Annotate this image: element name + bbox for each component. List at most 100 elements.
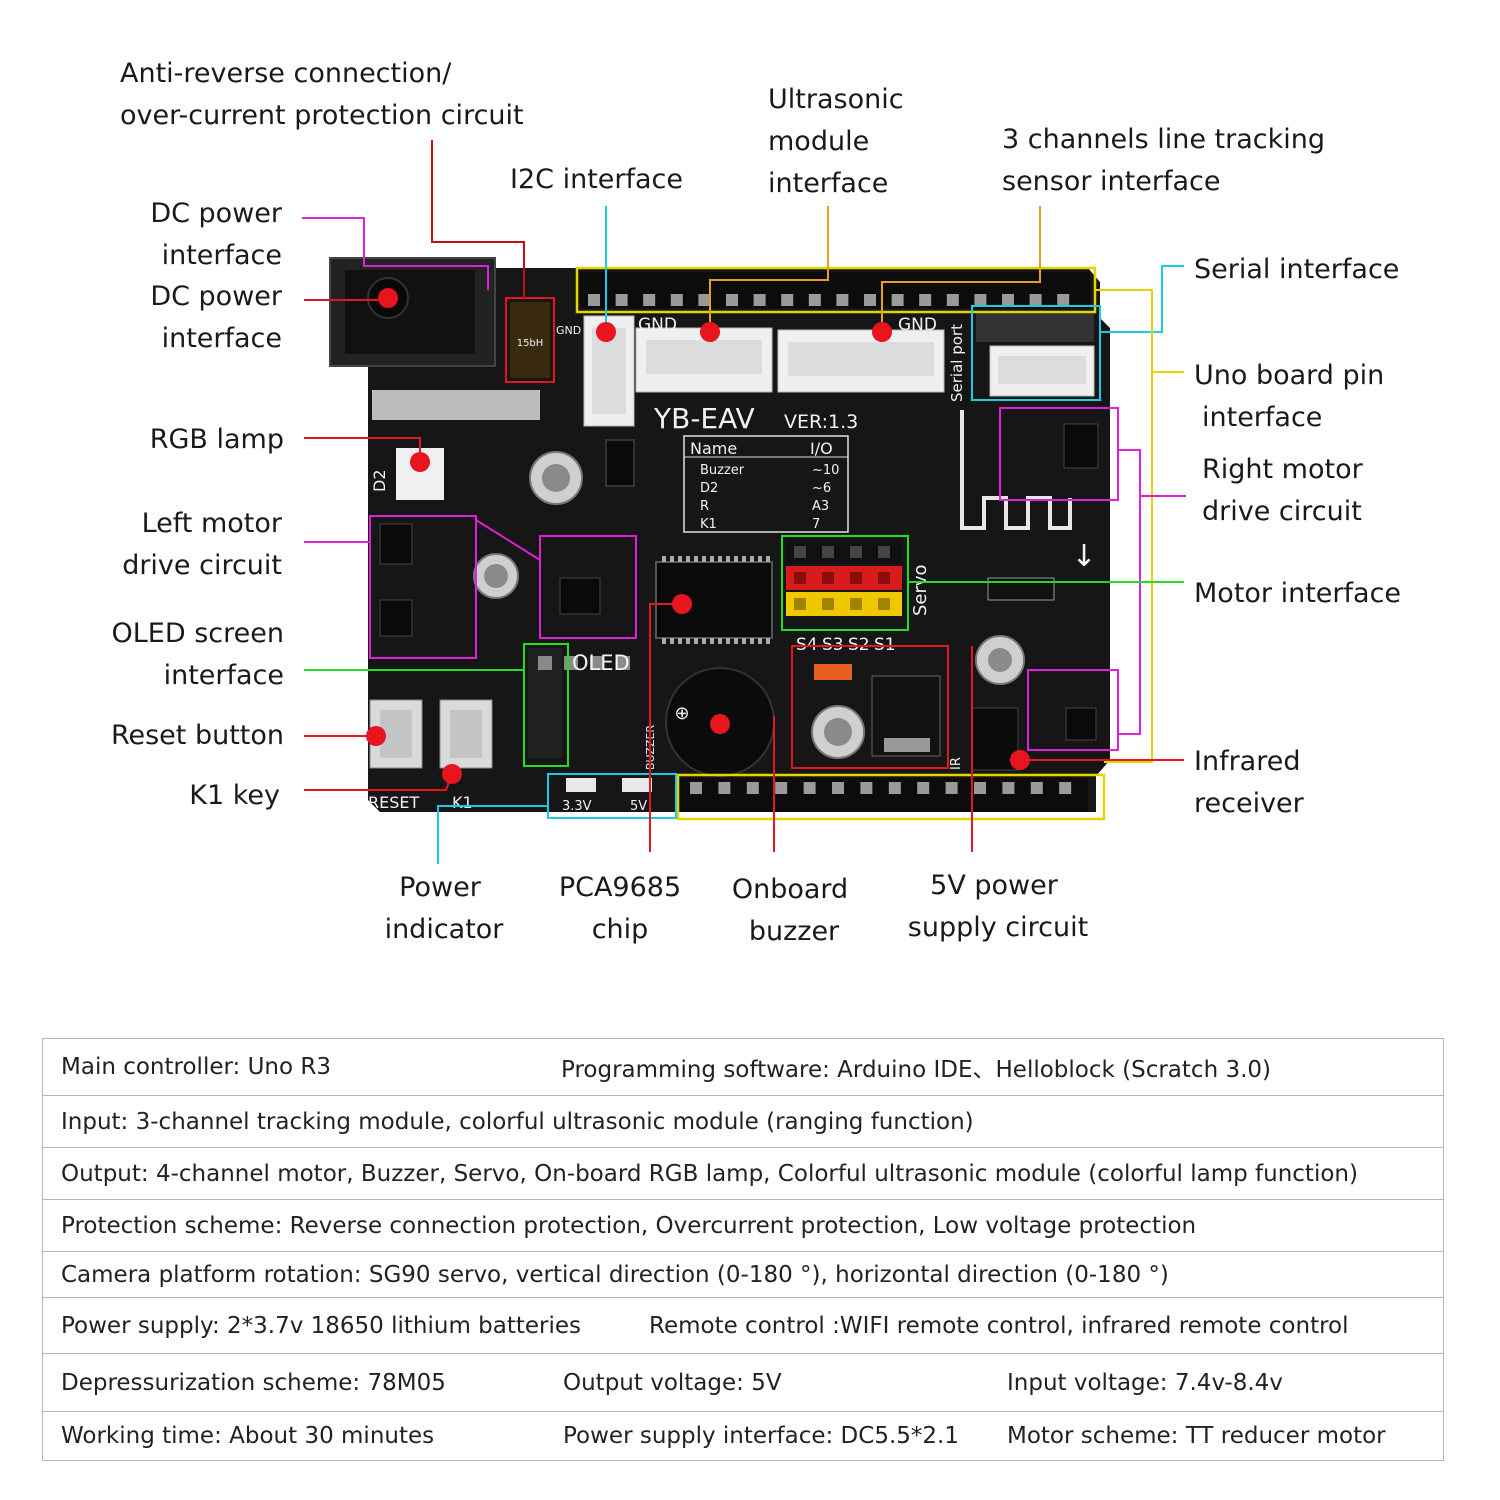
svg-text:interface: interface bbox=[162, 240, 282, 271]
highlight-power-led bbox=[547, 773, 677, 819]
spec-table: Main controller: Uno R3 Programming soft… bbox=[42, 1038, 1444, 1461]
bottom-pin-header bbox=[680, 778, 1088, 812]
silk-5v: 5V bbox=[630, 799, 647, 814]
chip-pin bbox=[742, 556, 746, 562]
motor-driver-chip bbox=[1063, 423, 1099, 469]
header-pin bbox=[698, 294, 711, 306]
header-pin bbox=[1029, 294, 1042, 306]
chip-pin bbox=[758, 556, 762, 562]
highlight-oled bbox=[523, 643, 569, 767]
highlight-fuse bbox=[505, 297, 555, 383]
marker-dot bbox=[410, 452, 430, 472]
io-table-cell: D2 bbox=[700, 481, 718, 496]
servo-headers bbox=[786, 540, 902, 616]
spec-output: Output: 4-channel motor, Buzzer, Servo, … bbox=[61, 1160, 1358, 1187]
spec-programming-software: Programming software: Arduino IDE、Hellob… bbox=[561, 1057, 1272, 1083]
leader-pca9685 bbox=[649, 603, 680, 852]
component bbox=[987, 577, 1055, 601]
chip-pin bbox=[670, 556, 674, 562]
leader-uno-pin-b bbox=[1104, 372, 1153, 763]
header-pin bbox=[726, 294, 738, 306]
chip-pin bbox=[694, 556, 698, 562]
highlight-left-motor-b bbox=[539, 535, 637, 639]
spec-row: Protection scheme: Reverse connection pr… bbox=[43, 1199, 1443, 1251]
leader-right-motor-b bbox=[1118, 496, 1141, 735]
spec-remote-control: Remote control :WIFI remote control, inf… bbox=[649, 1312, 1349, 1339]
svg-text:drive circuit: drive circuit bbox=[122, 550, 282, 581]
svg-text:DC power: DC power bbox=[150, 281, 283, 312]
callout-uno-pin: Uno board pin interface bbox=[1194, 360, 1384, 433]
svg-text:interface: interface bbox=[162, 323, 282, 354]
svg-text:Infrared: Infrared bbox=[1194, 746, 1300, 777]
highlight-right-motor-a bbox=[999, 407, 1119, 501]
chip-pin bbox=[686, 556, 690, 562]
io-table-cell: Buzzer bbox=[700, 463, 745, 478]
spec-row: Working time: About 30 minutes Power sup… bbox=[43, 1411, 1443, 1460]
svg-text:over-current protection circui: over-current protection circuit bbox=[120, 100, 524, 131]
silk-d2: D2 bbox=[370, 470, 389, 493]
fuse bbox=[510, 302, 550, 378]
svg-text:Right motor: Right motor bbox=[1202, 454, 1364, 485]
motor-driver-chip bbox=[1065, 707, 1097, 741]
silk-gnd-i2c: GND bbox=[556, 324, 581, 337]
header-pin bbox=[860, 782, 873, 794]
servo-pin bbox=[850, 598, 862, 610]
capacitor bbox=[529, 451, 583, 505]
highlight-serial bbox=[971, 305, 1101, 401]
capacitor bbox=[811, 705, 865, 759]
header-pin bbox=[891, 294, 904, 306]
leader-power-indicator bbox=[437, 805, 548, 864]
silk-reset: RESET bbox=[368, 793, 419, 812]
highlight-5v-supply bbox=[791, 645, 949, 769]
header-pin bbox=[670, 294, 683, 306]
io-table-cell: K1 bbox=[700, 517, 717, 532]
servo-pin bbox=[878, 572, 890, 584]
leader-serial bbox=[1100, 265, 1184, 333]
leader-ultrasonic bbox=[709, 206, 829, 332]
silk-3v3: 3.3V bbox=[562, 799, 592, 814]
spec-output-voltage: Output voltage: 5V bbox=[563, 1369, 782, 1396]
callout-ultrasonic: Ultrasonic module interface bbox=[768, 84, 904, 199]
silk-servo: Servo bbox=[910, 564, 931, 616]
line-tracking-connector bbox=[777, 329, 945, 393]
chip-pin bbox=[702, 638, 706, 644]
highlight-uno-top bbox=[575, 266, 1097, 314]
servo-pin bbox=[878, 546, 890, 558]
led-indicator bbox=[814, 664, 852, 680]
header-pin bbox=[803, 782, 816, 794]
svg-text:Motor interface: Motor interface bbox=[1194, 578, 1401, 609]
spec-depressurization: Depressurization scheme: 78M05 bbox=[61, 1369, 446, 1396]
marker-dot bbox=[596, 322, 616, 342]
callout-serial: Serial interface bbox=[1194, 254, 1399, 285]
board-model: YB-EAV bbox=[653, 402, 755, 435]
capacitor bbox=[975, 635, 1025, 685]
chip-pin bbox=[718, 638, 722, 644]
header-pin bbox=[919, 294, 932, 306]
k1-button[interactable] bbox=[439, 699, 493, 769]
voltage-regulator bbox=[871, 675, 941, 757]
callout-dc-power-1: DC power interface bbox=[150, 198, 283, 271]
header-pin bbox=[945, 782, 958, 794]
callout-anti-reverse: Anti-reverse connection/ over-current pr… bbox=[120, 58, 524, 131]
chip-pin bbox=[670, 638, 674, 644]
servo-pin bbox=[822, 546, 834, 558]
header-pin bbox=[888, 782, 901, 794]
silk-oled: OLED bbox=[572, 651, 630, 675]
callout-oled: OLED screen interface bbox=[112, 618, 284, 691]
chip-pin bbox=[758, 638, 762, 644]
header-pin bbox=[718, 782, 731, 794]
svg-text:drive circuit: drive circuit bbox=[1202, 496, 1362, 527]
servo-pin bbox=[794, 598, 806, 610]
leader-tracking bbox=[881, 206, 1041, 332]
leader-right-motor bbox=[1118, 449, 1186, 497]
marker-dot bbox=[700, 322, 720, 342]
header-pin bbox=[974, 782, 986, 794]
spec-row: Input: 3-channel tracking module, colorf… bbox=[43, 1095, 1443, 1147]
spec-power-interface: Power supply interface: DC5.5*2.1 bbox=[563, 1423, 959, 1449]
svg-text:RGB lamp: RGB lamp bbox=[150, 424, 284, 455]
callout-dc-power-2: DC power interface bbox=[150, 281, 283, 354]
spec-input-voltage: Input voltage: 7.4v-8.4v bbox=[1007, 1369, 1283, 1396]
io-table-header-name: Name bbox=[690, 439, 737, 458]
svg-text:Uno board pin: Uno board pin bbox=[1194, 360, 1384, 391]
board-diagram: 15bH GND GND GND Serial port YB-EAV bbox=[111, 58, 1401, 947]
